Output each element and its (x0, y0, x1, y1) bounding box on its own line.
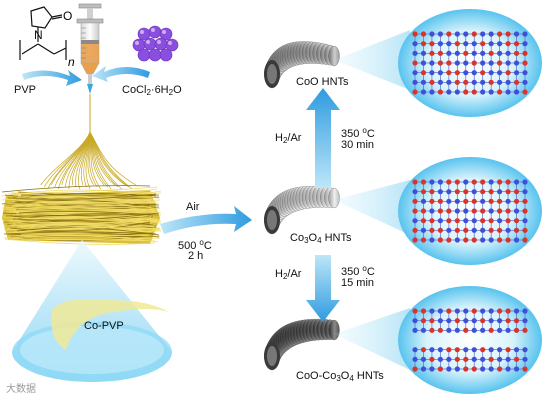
reduction-temp-bottom-degree: o (362, 264, 367, 273)
polymer-n-label: n (68, 55, 75, 69)
pvp-structure (19, 6, 67, 60)
calcination-temp-value: 500 (178, 240, 200, 252)
mixed-lattice (412, 308, 528, 372)
reduction-temp-top-unit: C (366, 128, 375, 140)
fiber-whip (40, 131, 136, 190)
syringe (76, 3, 104, 94)
mixed-sub-b: 4 (349, 374, 354, 383)
reduction-temp-top-degree: o (362, 126, 367, 135)
co3o4-lattice (412, 179, 528, 243)
h2ar-bottom-text-a: H (275, 268, 283, 280)
precursor-label: CoCl2·6H2O (122, 84, 182, 99)
h2ar-top-text-a: H (275, 132, 283, 144)
pvp-arrow (22, 70, 82, 86)
mixed-text-c: HNTs (353, 370, 384, 382)
h2ar-bottom-sub: 2 (282, 272, 288, 281)
mixed-magnified-ellipse (398, 286, 542, 394)
cobalt-salt-cluster (132, 25, 179, 62)
molecule-nitrogen-label: N (34, 28, 43, 42)
precursor-text-a: CoCl (122, 84, 147, 96)
pvp-label: PVP (14, 84, 37, 96)
reduction-arrow-down (306, 255, 340, 322)
reduction-temp-bottom-value: 350 (341, 266, 363, 278)
h2ar-top-text-b: /Ar (287, 132, 302, 144)
reduction-temp-top-label: 350 oC (341, 124, 375, 141)
air-label: Air (186, 201, 200, 213)
coo-beam (334, 30, 410, 90)
coo-lattice (412, 31, 528, 95)
co3o4-text-a: Co (290, 232, 305, 244)
cobalt-salt-arrow (92, 66, 150, 82)
mixed-sub-a: 3 (336, 374, 341, 383)
precursor-sub-b: 2 (168, 88, 174, 97)
reduction-time-top-label: 30 min (341, 139, 375, 151)
precursor-text-b: ·6H (150, 84, 169, 96)
co3o4-sub-a: 3 (304, 236, 309, 245)
h2ar-bottom-label: H2/Ar (275, 268, 301, 283)
mixed-text-a: CoO-Co (296, 370, 337, 382)
calcination-temp-label: 500 oC (178, 236, 212, 253)
fiber-mat (1, 185, 162, 245)
calcination-temp-degree: o (199, 238, 204, 247)
mixed-text-b: O (340, 370, 350, 382)
reduction-temp-bottom-label: 350 oC (341, 262, 375, 279)
co3o4-tube (264, 185, 340, 235)
reduction-temp-top-value: 350 (341, 128, 363, 140)
mixed-beam (334, 308, 410, 370)
h2ar-top-sub: 2 (282, 136, 288, 145)
calcination-time-label: 2 h (188, 250, 204, 262)
molecule-oxygen-label: O (63, 9, 72, 23)
co3o4-beam (334, 180, 410, 235)
reduction-time-bottom-label: 15 min (341, 277, 375, 289)
mixed-tube (264, 318, 340, 371)
co3o4-sub-b: 4 (317, 236, 322, 245)
coo-hnts-label: CoO HNTs (296, 76, 349, 88)
calcination-temp-unit: C (203, 240, 212, 252)
air-arrow (160, 206, 252, 234)
coo-tube (264, 41, 340, 89)
watermark: 大数据 (6, 384, 36, 395)
co-pvp-label: Co-PVP (84, 320, 124, 332)
reduction-arrow-up (306, 88, 340, 188)
precursor-text-c: O (173, 84, 182, 96)
mixed-hnts-label: CoO-Co3O4 HNTs (296, 370, 384, 385)
co3o4-hnts-label: Co3O4 HNTs (290, 232, 351, 247)
h2ar-bottom-text-b: /Ar (287, 268, 302, 280)
precursor-sub-a: 2 (146, 88, 151, 97)
co3o4-text-c: HNTs (321, 232, 352, 244)
h2ar-top-label: H2/Ar (275, 132, 301, 147)
co3o4-text-b: O (308, 232, 318, 244)
reduction-temp-bottom-unit: C (366, 266, 375, 278)
co-pvp-fiber (51, 299, 168, 350)
